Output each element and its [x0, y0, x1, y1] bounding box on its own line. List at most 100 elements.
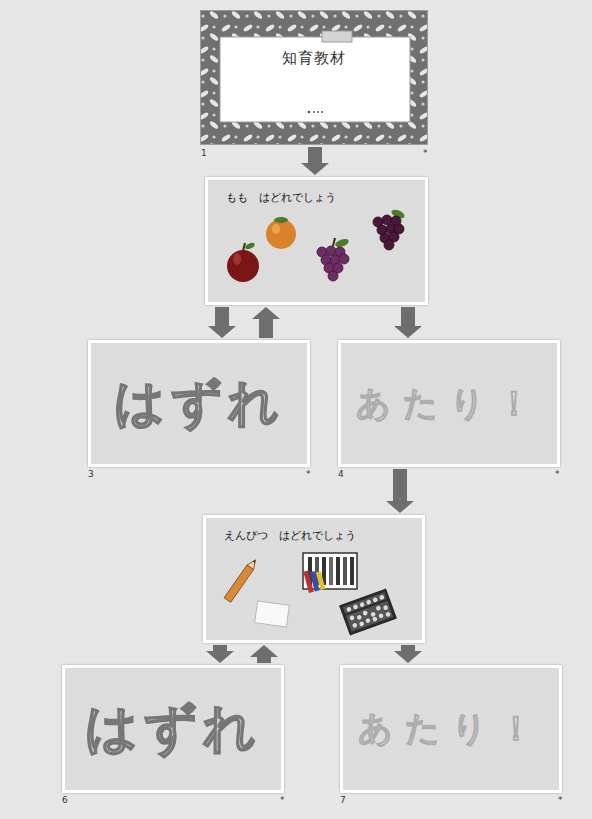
title-slide-frame: [308, 111, 311, 114]
pencil-picture: [224, 558, 259, 603]
block-arrow: [301, 147, 329, 175]
abacus-picture: [370, 611, 376, 617]
apple-picture: [243, 243, 245, 251]
crayon-set-picture: [336, 557, 340, 585]
slide-fill: [338, 340, 560, 467]
pencil-picture: [253, 559, 257, 563]
grapes-picture: [334, 237, 350, 248]
abacus-picture: [375, 605, 381, 611]
eraser-picture: [255, 601, 290, 627]
block-arrow: [252, 307, 280, 338]
slide-number: 3: [88, 470, 94, 479]
slide-fill: [340, 665, 562, 793]
abacus-picture: [346, 594, 391, 629]
abacus-picture: [343, 592, 393, 631]
miss-text: はずれ: [85, 694, 262, 764]
crayon-set-picture: [303, 553, 357, 593]
slide-mark: *: [306, 470, 311, 479]
hit-slide: あたり！: [340, 665, 562, 793]
apple-picture: [233, 253, 241, 265]
miss-slide: はずれ: [88, 340, 310, 467]
persimmon-picture: [272, 224, 280, 234]
block-arrow: [250, 645, 278, 663]
abacus-picture: [379, 594, 385, 600]
abacus-picture: [383, 605, 389, 611]
title-text: 知育教材: [282, 49, 346, 68]
grapes-picture: [339, 254, 349, 264]
crayon-set-picture: [350, 557, 354, 585]
miss-text: はずれ: [114, 370, 285, 437]
title-slide-frame: [220, 37, 410, 122]
grapes-picture: [328, 271, 338, 281]
crayon-set-picture: [303, 567, 325, 593]
question-text: もも はどれでしょう: [226, 191, 336, 205]
title-slide-frame: [313, 111, 315, 113]
question-text: えんぴつ はどれでしょう: [224, 529, 356, 543]
block-arrow: [386, 469, 414, 513]
question-slide: えんぴつ はどれでしょう: [203, 515, 425, 643]
grapes-picture: [317, 237, 350, 281]
block-arrow: [394, 307, 422, 338]
crayon-set-picture: [316, 571, 325, 590]
slide-mark: *: [280, 796, 285, 805]
eraser-picture: [255, 601, 290, 627]
slide-fill: [205, 177, 428, 305]
grapes-picture: [382, 215, 392, 225]
pencil-picture: [247, 558, 259, 570]
slide-fill: [62, 177, 562, 793]
abacus-picture: [366, 599, 372, 605]
abacus-picture: [353, 604, 359, 610]
abacus-picture: [356, 614, 362, 620]
title-slide-frame: [200, 10, 428, 145]
slide-mark: *: [558, 796, 563, 805]
abacus-picture: [359, 602, 365, 608]
question-slide: もも はどれでしょう: [205, 177, 428, 305]
apple-picture: [244, 242, 255, 251]
grapes-picture: [373, 208, 406, 250]
title-slide-frame: [321, 111, 323, 113]
slide-fill: [88, 340, 310, 467]
persimmon-picture: [266, 217, 296, 249]
slide-number: 7: [340, 796, 346, 805]
pencil-picture: [224, 565, 253, 602]
abacus-picture: [339, 588, 397, 635]
apple-picture: [227, 250, 259, 282]
persimmon-picture: [274, 217, 288, 223]
abacus-picture: [346, 606, 352, 612]
slide-number: 6: [62, 796, 68, 805]
grapes-picture: [384, 240, 394, 250]
abacus-picture: [339, 588, 397, 635]
title-slide-frame: [317, 111, 319, 113]
slide-fill: [203, 515, 425, 643]
hit-text: あたり！: [358, 706, 545, 752]
title-slide-frame: [200, 10, 428, 145]
abacus-picture: [362, 610, 368, 616]
slide-mark: *: [555, 470, 560, 479]
abacus-picture: [372, 616, 378, 622]
abacus-picture: [385, 611, 391, 617]
slide-number: 1: [201, 149, 207, 158]
block-arrow: [208, 307, 236, 338]
abacus-picture: [352, 622, 358, 628]
title-slide-frame: [322, 31, 352, 42]
miss-slide: はずれ: [62, 665, 284, 793]
block-arrow: [206, 645, 234, 663]
slide-mark: *: [423, 149, 428, 158]
slide-number: 4: [338, 470, 344, 479]
grapes-picture: [326, 246, 336, 256]
abacus-picture: [378, 613, 384, 619]
persimmon-picture: [266, 219, 296, 249]
abacus-picture: [365, 618, 371, 624]
hit-slide: あたり！: [338, 340, 560, 467]
abacus-picture: [359, 621, 365, 627]
block-arrow: [394, 645, 422, 663]
abacus-picture: [372, 597, 378, 603]
title-slide: 知育教材: [200, 10, 428, 145]
slide-fill: [62, 665, 284, 793]
crayon-set-picture: [329, 557, 333, 585]
abacus-picture: [349, 615, 355, 621]
apple-picture: [227, 242, 259, 282]
